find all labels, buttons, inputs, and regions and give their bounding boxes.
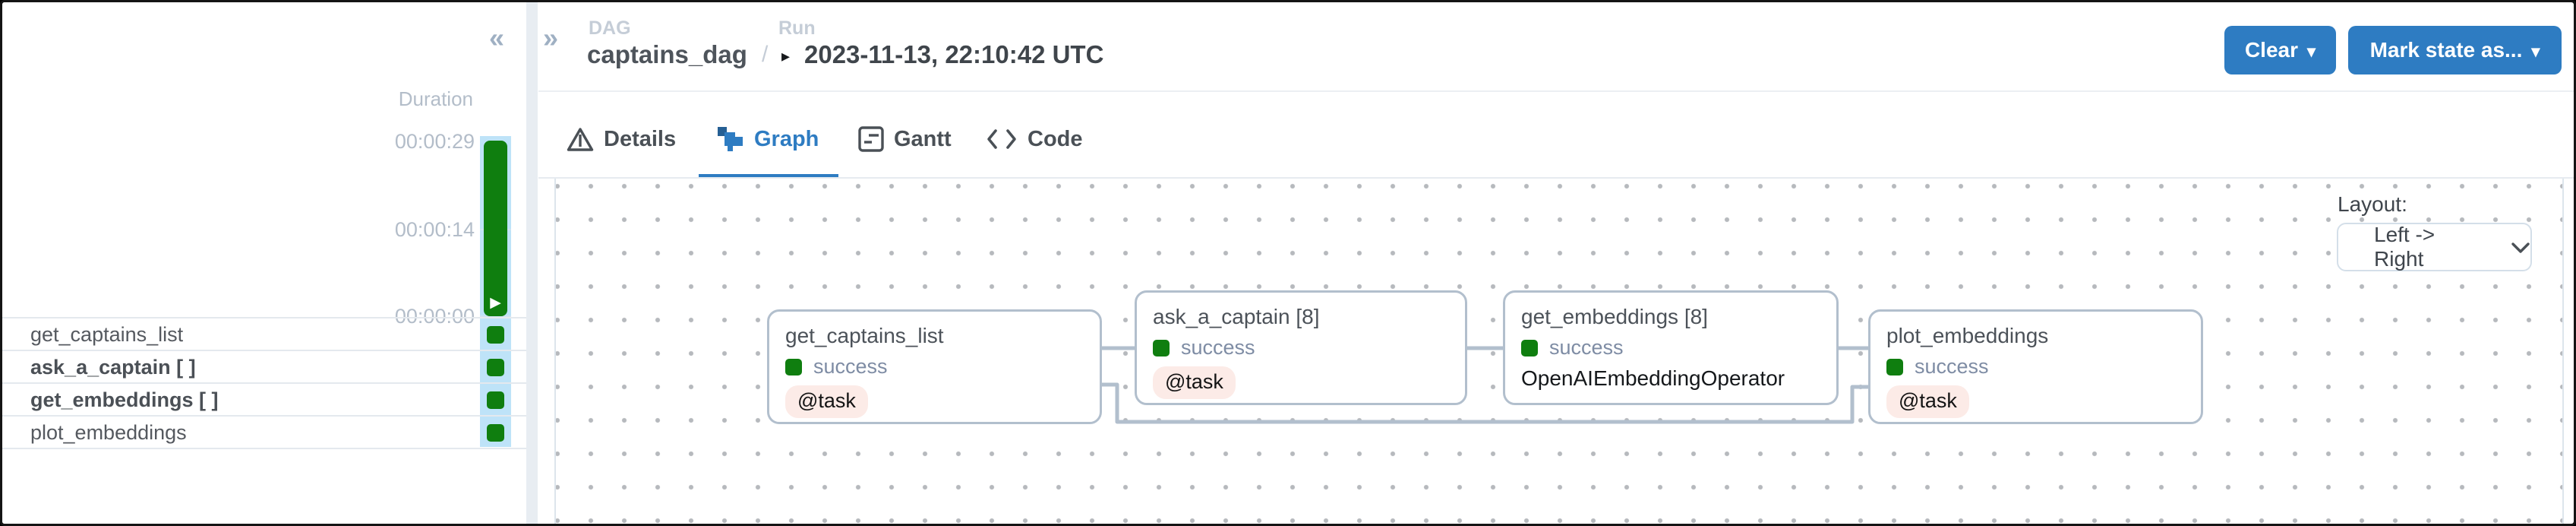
layout-direction-select[interactable]: Left -> Right bbox=[2337, 223, 2532, 271]
duration-tick: 00:00:14 bbox=[394, 218, 475, 241]
task-status-square[interactable] bbox=[487, 391, 504, 409]
node-title: ask_a_captain [8] bbox=[1153, 305, 1320, 328]
task-row-get-embeddings[interactable]: get_embeddings [ ] bbox=[2, 382, 526, 415]
mark-state-as-button[interactable]: Mark state as... ▾ bbox=[2348, 26, 2562, 74]
tab-label: Gantt bbox=[894, 126, 952, 151]
breadcrumb-dag-label: DAG bbox=[589, 17, 631, 39]
task-list: get_captains_list ask_a_captain [ ] get_… bbox=[2, 317, 526, 449]
node-title: plot_embeddings bbox=[1886, 324, 2049, 347]
expand-panel-icon[interactable]: » bbox=[543, 22, 559, 53]
tab-label: Code bbox=[1028, 126, 1083, 151]
task-row-plot-embeddings[interactable]: plot_embeddings bbox=[2, 415, 526, 448]
divider bbox=[2, 448, 526, 449]
breadcrumb-separator: / bbox=[762, 42, 769, 67]
success-status-icon bbox=[1153, 339, 1170, 356]
gantt-chart-icon bbox=[858, 126, 884, 152]
breadcrumb-run-timestamp[interactable]: 2023-11-13, 22:10:42 UTC bbox=[804, 40, 1104, 68]
task-row-get-captains-list[interactable]: get_captains_list bbox=[2, 317, 526, 350]
tab-label: Graph bbox=[754, 126, 819, 151]
chevron-down-icon bbox=[2511, 235, 2530, 259]
node-status: success bbox=[1549, 336, 1624, 359]
chevron-down-icon: ▾ bbox=[2307, 42, 2316, 61]
task-label: ask_a_captain [ ] bbox=[30, 356, 196, 379]
duration-axis-label: Duration bbox=[398, 87, 473, 110]
tab-gantt[interactable]: Gantt bbox=[858, 118, 952, 160]
graph-nodes-icon bbox=[717, 126, 744, 152]
task-decorator-badge: @task bbox=[1886, 385, 1969, 418]
tab-graph[interactable]: Graph bbox=[717, 118, 819, 160]
breadcrumb-dag-name[interactable]: captains_dag bbox=[587, 40, 747, 68]
duration-tick: 00:00:00 bbox=[394, 305, 475, 328]
node-status: success bbox=[1181, 336, 1255, 359]
grid-sidebar: « Duration 00:00:29 00:00:14 00:00:00 ▶ … bbox=[2, 2, 526, 524]
task-label: get_embeddings [ ] bbox=[30, 388, 219, 411]
node-title: get_captains_list bbox=[785, 324, 944, 347]
selected-run-column: ▶ bbox=[480, 136, 511, 447]
graph-node-get-embeddings[interactable]: get_embeddings [8] success OpenAIEmbeddi… bbox=[1503, 290, 1839, 405]
node-title: get_embeddings [8] bbox=[1521, 305, 1708, 328]
chevron-down-icon: ▾ bbox=[2531, 42, 2540, 61]
warning-triangle-icon bbox=[567, 127, 594, 152]
task-decorator-badge: @task bbox=[1153, 366, 1236, 399]
tab-details[interactable]: Details bbox=[567, 118, 676, 160]
node-operator-name: OpenAIEmbeddingOperator bbox=[1521, 366, 1785, 390]
manual-run-play-icon: ▶ bbox=[490, 295, 501, 311]
graph-node-plot-embeddings[interactable]: plot_embeddings success @task bbox=[1868, 309, 2203, 424]
mark-state-button-label: Mark state as... bbox=[2369, 38, 2523, 62]
graph-node-ask-a-captain[interactable]: ask_a_captain [8] success @task bbox=[1135, 290, 1467, 405]
layout-select-value: Left -> Right bbox=[2374, 223, 2436, 271]
panel-resize-handle[interactable] bbox=[526, 2, 538, 524]
task-status-square[interactable] bbox=[487, 359, 504, 376]
divider bbox=[538, 90, 2574, 92]
tab-label: Details bbox=[604, 126, 677, 151]
task-status-square[interactable] bbox=[487, 424, 504, 442]
divider bbox=[538, 177, 2574, 179]
task-decorator-badge: @task bbox=[785, 385, 868, 418]
tab-code[interactable]: Code bbox=[986, 118, 1083, 160]
breadcrumb-run-label: Run bbox=[778, 17, 816, 39]
clear-button-label: Clear bbox=[2244, 38, 2298, 62]
success-status-icon bbox=[1886, 358, 1903, 375]
duration-tick: 00:00:29 bbox=[394, 130, 475, 153]
collapse-sidebar-icon[interactable]: « bbox=[489, 22, 505, 53]
task-row-ask-a-captain[interactable]: ask_a_captain [ ] bbox=[2, 350, 526, 382]
dag-run-duration-bar[interactable]: ▶ bbox=[484, 141, 507, 316]
run-type-play-icon: ▸ bbox=[781, 46, 791, 65]
task-status-square[interactable] bbox=[487, 326, 504, 344]
clear-button[interactable]: Clear ▾ bbox=[2224, 26, 2336, 74]
code-brackets-icon bbox=[986, 128, 1018, 151]
layout-label: Layout: bbox=[2338, 192, 2407, 216]
active-tab-indicator bbox=[699, 174, 838, 179]
node-status: success bbox=[813, 355, 888, 378]
success-status-icon bbox=[785, 358, 802, 375]
task-label: plot_embeddings bbox=[30, 421, 187, 444]
success-status-icon bbox=[1521, 339, 1538, 356]
grid-line bbox=[480, 315, 511, 317]
graph-node-get-captains-list[interactable]: get_captains_list success @task bbox=[767, 309, 1102, 424]
task-label: get_captains_list bbox=[30, 323, 184, 346]
graph-canvas[interactable]: get_captains_list success @task ask_a_ca… bbox=[554, 179, 2564, 524]
node-status: success bbox=[1915, 355, 1989, 378]
